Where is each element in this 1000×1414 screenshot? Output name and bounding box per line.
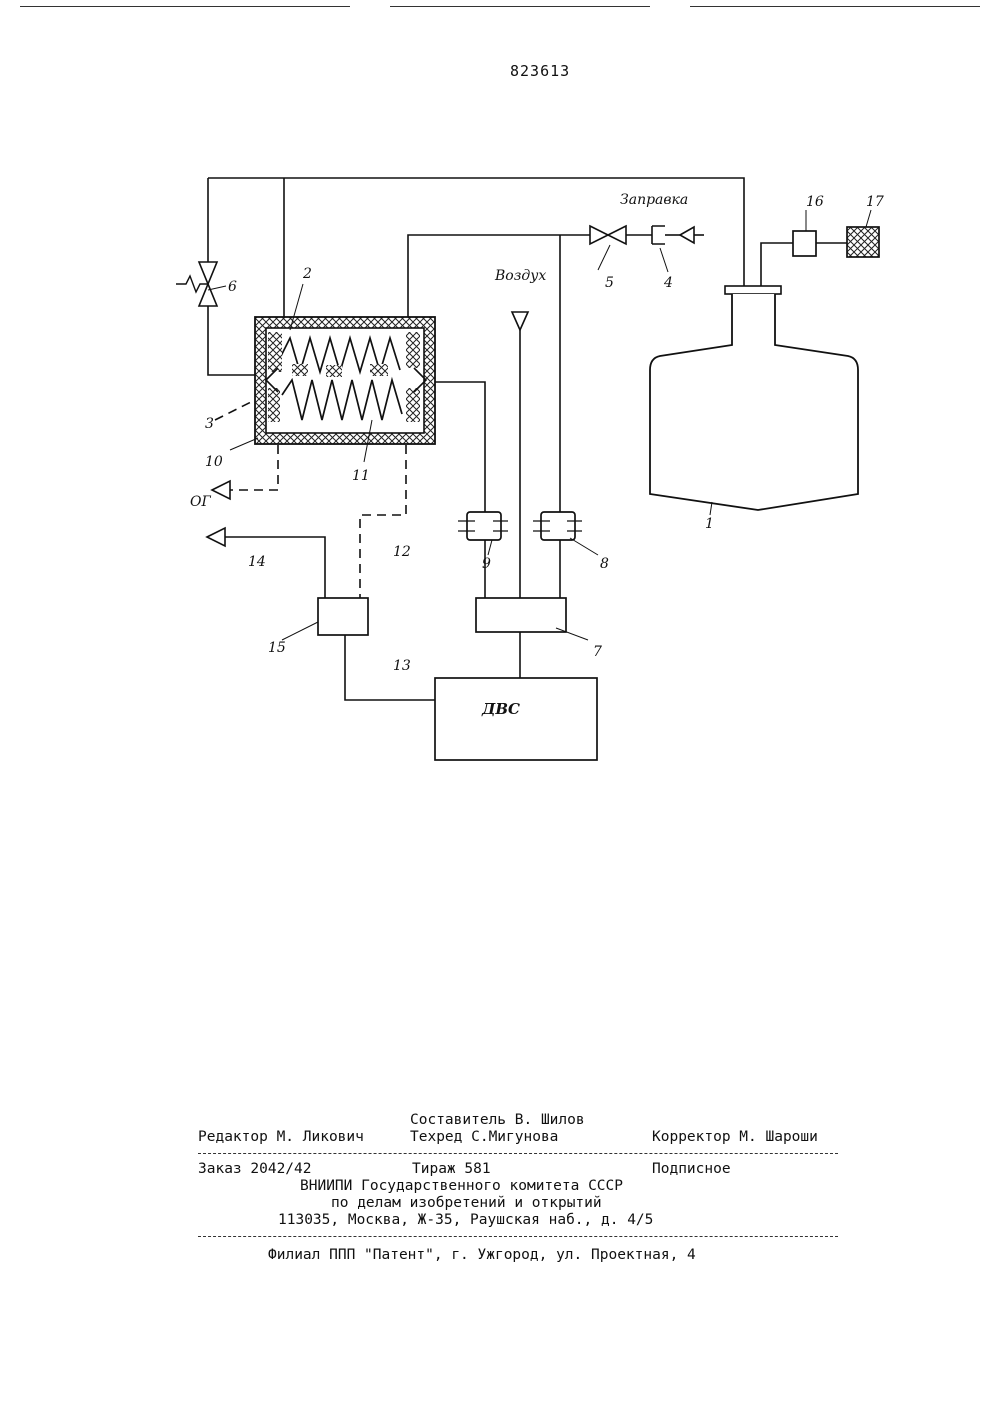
packing-g — [370, 364, 388, 376]
outlet-arrow-14 — [207, 528, 225, 546]
label-12: 12 — [393, 544, 411, 560]
label-exhaust: ОГ — [190, 494, 211, 510]
imprint-order: Заказ 2042/42 — [198, 1161, 312, 1177]
line-16 — [761, 243, 793, 290]
packing-c — [268, 388, 280, 422]
imprint-branch: Филиал ППП "Патент", г. Ужгород, ул. Про… — [268, 1247, 696, 1263]
line-14 — [225, 537, 325, 598]
unit-7 — [476, 598, 566, 632]
label-6: 6 — [228, 279, 237, 295]
label-air: Воздух — [494, 268, 546, 284]
connector-4 — [652, 226, 665, 244]
label-8: 8 — [600, 556, 609, 572]
imprint-compiler: Составитель В. Шилов — [410, 1112, 585, 1128]
valve-5 — [590, 226, 626, 244]
line-to-unit9 — [428, 382, 485, 512]
heat-exchanger-core — [266, 328, 424, 433]
packing-e — [292, 364, 308, 376]
unit-15 — [318, 598, 368, 635]
engine-box — [435, 678, 597, 760]
imprint-divider-2 — [198, 1236, 838, 1237]
imprint-org: ВНИИПИ Государственного комитета СССР — [300, 1178, 623, 1194]
spring-6 — [176, 276, 208, 292]
packing-a — [268, 332, 282, 372]
label-17: 17 — [866, 194, 884, 210]
air-arrow — [512, 312, 528, 330]
label-refuel: Заправка — [620, 192, 688, 208]
label-13: 13 — [393, 658, 411, 674]
imprint-techred: Техред С.Мигунова — [410, 1129, 558, 1145]
imprint-editor: Редактор М. Ликович — [198, 1129, 364, 1145]
schematic-diagram: Заправка Воздух ОГ ДВС 1 2 3 4 5 6 7 8 9… — [0, 0, 1000, 1000]
label-1: 1 — [705, 516, 714, 532]
packing-f — [326, 365, 342, 377]
unit-16 — [793, 231, 816, 256]
tank-cap — [725, 286, 781, 294]
label-4: 4 — [663, 275, 673, 291]
refuel-arrow — [680, 227, 694, 243]
tank-1 — [650, 294, 858, 510]
packing-b — [406, 332, 420, 368]
label-15: 15 — [268, 640, 286, 656]
imprint-subscription: Подписное — [652, 1161, 731, 1177]
unit-9 — [467, 512, 501, 540]
imprint-address: 113035, Москва, Ж-35, Раушская наб., д. … — [278, 1212, 653, 1228]
imprint-dept: по делам изобретений и открытий — [331, 1195, 602, 1211]
label-11: 11 — [352, 468, 370, 484]
label-9: 9 — [482, 556, 491, 572]
label-14: 14 — [248, 554, 266, 570]
label-engine: ДВС — [481, 700, 520, 718]
unit-17 — [847, 227, 879, 257]
imprint-corrector: Корректор М. Шароши — [652, 1129, 818, 1145]
exhaust-arrow — [212, 481, 230, 499]
packing-d — [406, 388, 420, 422]
label-7: 7 — [593, 644, 602, 660]
line-13 — [345, 635, 435, 700]
imprint-divider-1 — [198, 1153, 838, 1154]
label-10: 10 — [205, 454, 223, 470]
label-3: 3 — [205, 416, 214, 432]
left-bypass-line — [208, 178, 262, 375]
label-16: 16 — [806, 194, 824, 210]
imprint-circulation: Тираж 581 — [412, 1161, 491, 1177]
exhaust-line — [230, 445, 278, 490]
label-2: 2 — [302, 266, 312, 282]
label-5: 5 — [605, 275, 614, 291]
unit-8 — [541, 512, 575, 540]
